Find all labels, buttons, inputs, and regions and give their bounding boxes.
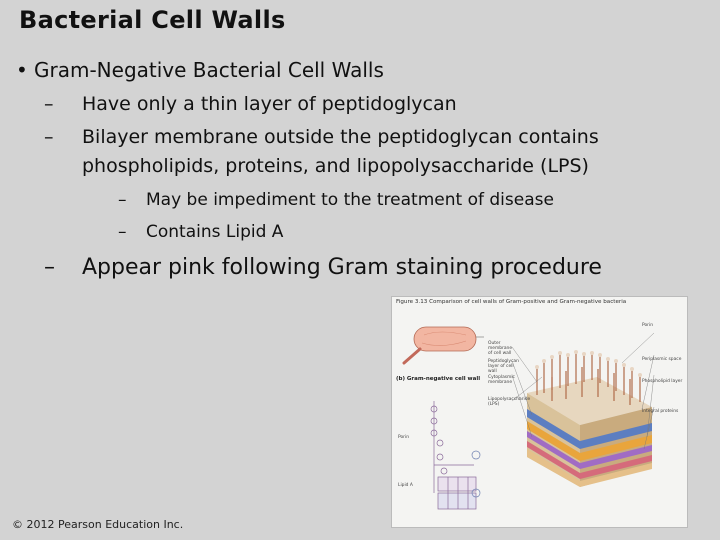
dash-symbol: – [44, 255, 55, 280]
cell-wall-figure: Figure 3.13 Comparison of cell walls of … [391, 296, 688, 528]
label-cytoplasmic-membrane: Cytoplasmic membrane [488, 375, 515, 385]
subsub-bullet-lipid-a: –Contains Lipid A [118, 222, 283, 242]
bullet-gram-negative: •Gram-Negative Bacterial Cell Walls [16, 58, 384, 82]
sub-bullet-thin-layer: – Have only a thin layer of peptidoglycan [44, 93, 457, 115]
label-phospholipid: Phospholipid layer [642, 379, 683, 384]
copyright-notice: © 2012 Pearson Education Inc. [12, 518, 184, 531]
bullet-text: Gram-Negative Bacterial Cell Walls [34, 58, 384, 82]
cell-wall-illustration [402, 326, 655, 510]
label-lipid-a: Lipid A [398, 483, 413, 488]
subsub-bullet-text: Contains Lipid A [146, 222, 284, 242]
bacterium-sketch [402, 326, 484, 365]
subsub-bullet-impediment: –May be impediment to the treatment of d… [118, 190, 554, 210]
subsub-bullet-text: May be impediment to the treatment of di… [146, 190, 554, 210]
figure-caption-title: Figure 3.13 Comparison of cell walls of … [396, 299, 627, 305]
bullet-symbol: • [16, 58, 28, 82]
slide-title: Bacterial Cell Walls [19, 6, 286, 34]
label-porin-left: Porin [398, 435, 409, 440]
label-peptidoglycan: Peptidoglycan layer of cell wall [488, 359, 519, 374]
sub-bullet-text: Appear pink following Gram staining proc… [82, 255, 602, 280]
wall-layers-block [527, 377, 652, 487]
label-periplasmic-space: Periplasmic space [642, 357, 682, 362]
sub-bullet-bilayer-line2: phospholipids, proteins, and lipopolysac… [82, 155, 589, 177]
label-outer-membrane: Outer membrane of cell wall [488, 341, 513, 356]
dash-symbol: – [118, 190, 127, 210]
dash-symbol: – [44, 93, 54, 115]
label-lps: Lipopolysaccharide (LPS) [488, 397, 531, 407]
lps-beads [535, 350, 642, 377]
dash-symbol: – [118, 222, 127, 242]
label-integral-proteins: Integral proteins [642, 409, 679, 414]
sub-bullet-text: Have only a thin layer of peptidoglycan [82, 93, 457, 115]
dash-symbol: – [44, 126, 54, 148]
leader-lines [511, 332, 655, 450]
lps-chain-diagram [430, 401, 481, 510]
figure-panel-label: (b) Gram-negative cell wall [396, 376, 481, 382]
sub-bullet-bilayer-line1: – Bilayer membrane outside the peptidogly… [44, 126, 599, 148]
sub-bullet-pink: – Appear pink following Gram staining pro… [44, 255, 602, 280]
lps-strands [536, 352, 641, 405]
sub-bullet-text: Bilayer membrane outside the peptidoglyc… [82, 126, 599, 148]
label-porin-right: Porin [642, 323, 653, 328]
